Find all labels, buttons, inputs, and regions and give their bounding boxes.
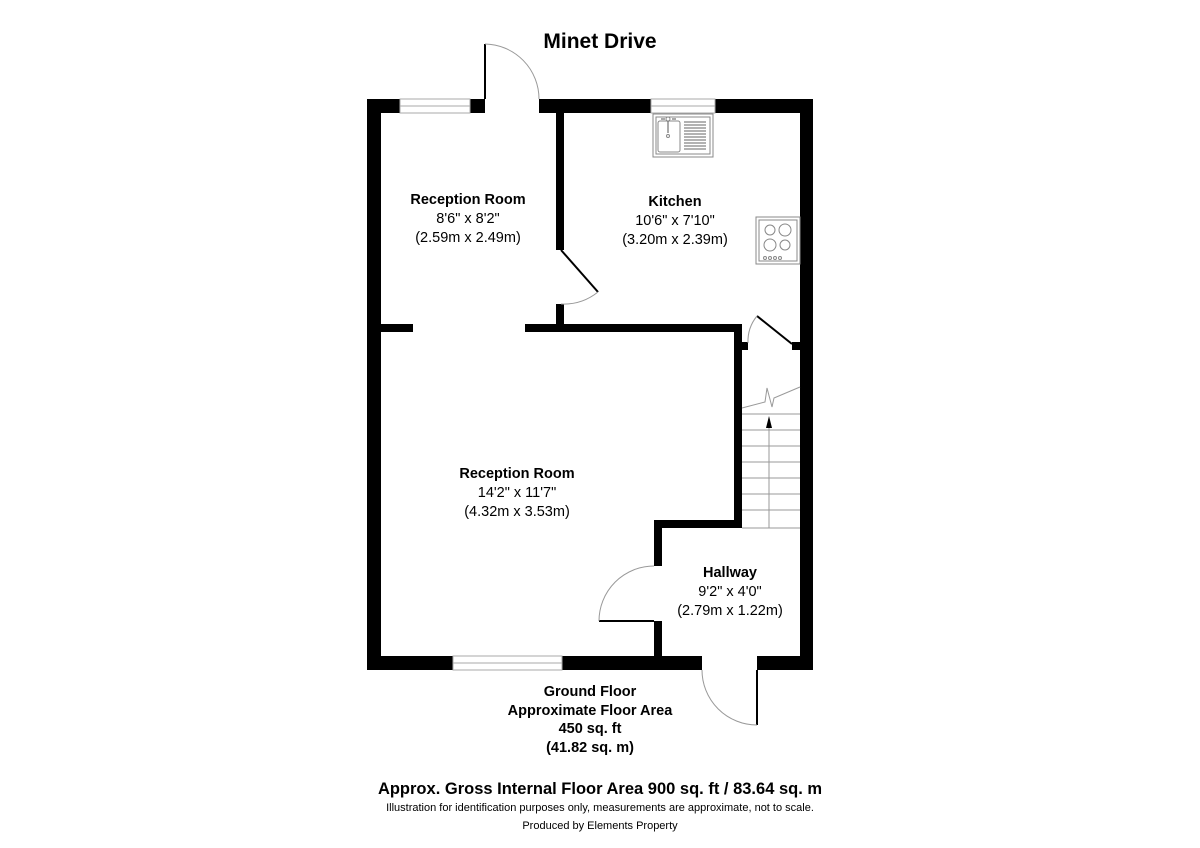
room-name: Reception Room [410,192,526,208]
gross-internal-area: Approx. Gross Internal Floor Area 900 sq… [377,780,823,798]
room-dimensions-metric: (3.20m x 2.39m) [622,232,728,248]
room-dimensions-imperial: 10'6" x 7'10" [635,213,715,229]
hob-icon [755,216,801,265]
producer-credit: Produced by Elements Property [522,820,678,832]
room-dimensions-metric: (2.79m x 1.22m) [677,603,783,619]
room-dimensions-metric: (4.32m x 3.53m) [464,504,570,520]
room-label-hallway: Hallway 9'2" x 4'0" (2.79m x 1.22m) [640,564,820,621]
room-name: Hallway [703,565,757,581]
room-label-kitchen: Kitchen 10'6" x 7'10" (3.20m x 2.39m) [585,193,765,250]
room-dimensions-imperial: 8'6" x 8'2" [436,211,500,227]
floor-area-label: Approximate Floor Area [507,702,673,719]
floor-area-sqft: 450 sq. ft [558,721,622,737]
window-icon [399,98,716,671]
disclaimer-text: Illustration for identification purposes… [386,802,814,814]
stairs-icon [741,386,801,529]
room-name: Reception Room [459,466,575,482]
room-dimensions-imperial: 9'2" x 4'0" [698,584,762,600]
floor-summary: Ground Floor Approximate Floor Area 450 … [440,683,740,757]
room-label-reception-small: Reception Room 8'6" x 8'2" (2.59m x 2.49… [378,191,558,248]
room-dimensions-metric: (2.59m x 2.49m) [415,230,521,246]
room-dimensions-imperial: 14'2" x 11'7" [477,485,557,501]
walls [367,99,813,670]
stairs-up-arrow-icon [766,416,772,428]
floor-area-sqm: (41.82 sq. m) [546,739,634,756]
floor-name: Ground Floor [543,684,637,700]
sink-icon [652,113,714,158]
door-swing-icon [484,43,793,726]
room-label-reception-large: Reception Room 14'2" x 11'7" (4.32m x 3.… [427,465,607,522]
page-title: Minet Drive [543,30,657,53]
room-name: Kitchen [648,194,702,210]
